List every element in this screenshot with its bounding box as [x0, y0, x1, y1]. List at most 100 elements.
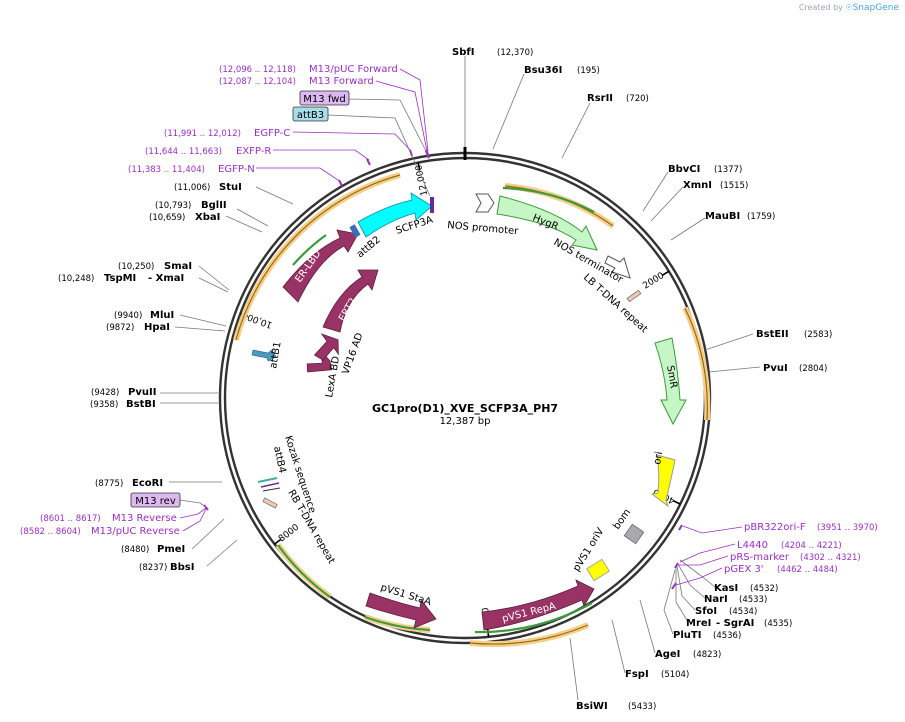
pvs1-staa-arrow — [365, 592, 437, 629]
enzyme-stui: StuI — [219, 182, 242, 193]
leader-stui — [255, 186, 294, 205]
leader-bsteii — [704, 333, 754, 351]
leader-agei — [639, 599, 656, 654]
tick-mark-0 — [661, 270, 670, 277]
orf-arcs — [233, 172, 711, 648]
leader-bglii — [236, 208, 269, 227]
enzyme-sbfi-pos: (12,370) — [497, 48, 533, 58]
lb-tdna-repeat-mark — [626, 289, 642, 303]
enzyme-sfoi-pos: (4534) — [729, 607, 757, 617]
leader-pbr322orif — [682, 525, 743, 534]
nos-promoter-arrow — [475, 193, 495, 213]
primer-m13puc-forward-range: (12,096 .. 12,118) — [219, 65, 296, 75]
orf-inner-hygr — [502, 186, 595, 213]
enzyme-tspmi-pos: (10,248) — [58, 274, 94, 284]
pvs1-repa-arrow — [481, 579, 595, 631]
enzyme-agei-pos: (4823) — [693, 650, 721, 660]
attb2-mark — [349, 224, 361, 238]
tick-label-3: 8000 — [277, 522, 301, 544]
rb-tdna-repeat-mark — [262, 497, 278, 509]
enzyme-nari-pos: (4533) — [739, 595, 767, 605]
enzyme-pluti-pos: (4536) — [713, 631, 741, 641]
enzyme-kasi-pos: (4532) — [750, 584, 778, 594]
primer-egfpc: EGFP-C — [254, 128, 290, 139]
orf-inner-staa-outer — [277, 544, 331, 598]
leader-m13puc-forward — [399, 68, 429, 152]
kozak-mark-2 — [262, 487, 281, 492]
label-nos-promoter: NOS promoter — [447, 220, 520, 237]
snapgene-logo-icon: ☉ — [845, 3, 853, 12]
enzyme-sgrai: - SgrAI — [716, 618, 754, 629]
enzyme-xmni: XmnI — [683, 180, 712, 191]
primer-m13-forward: M13 Forward — [309, 76, 374, 87]
pvs1-oriv-mark — [586, 558, 610, 582]
enzyme-stui-pos: (11,006) — [174, 183, 210, 193]
leader-l4440 — [679, 543, 736, 563]
enzyme-smai: SmaI — [164, 261, 192, 272]
primer-mark-pgex — [671, 582, 677, 590]
orf-arc-repa-line — [469, 624, 589, 645]
leader-egfpc — [292, 131, 412, 152]
leader-m13-forward — [375, 80, 428, 152]
enzyme-xbai: XbaI — [195, 212, 220, 223]
enzyme-fspi: FspI — [625, 669, 649, 680]
vp16-ad-arrow — [313, 333, 339, 361]
enzyme-nari: NarI — [704, 594, 728, 605]
enzyme-pmei: PmeI — [157, 544, 185, 555]
leader-xmai — [198, 277, 229, 293]
label-smr: SmR — [664, 365, 679, 390]
primer-labels: (12,096 .. 12,118) M13/pUC Forward (12,0… — [20, 64, 878, 575]
leader-bsu36i — [492, 73, 525, 150]
primer-pbr322orif-range: (3951 .. 3970) — [817, 523, 878, 533]
label-ori: ori — [652, 451, 665, 466]
enzyme-pmei-pos: (8480) — [121, 545, 149, 555]
kozak-mark — [260, 482, 280, 488]
primer-exfpr-range: (11,644 .. 11,663) — [145, 147, 222, 157]
tick-label-0: 2000 — [641, 271, 666, 292]
orf-inner-repa — [474, 602, 593, 634]
nos-terminator-arrow — [604, 255, 631, 279]
leader-xbai — [225, 215, 263, 233]
enzyme-xmni-pos: (1515) — [720, 181, 748, 191]
enzyme-bglii: BglII — [201, 200, 227, 211]
primer-m13-forward-range: (12,087 .. 12,104) — [219, 77, 296, 87]
credit-prefix: Created by — [798, 3, 843, 12]
enzyme-bbsi: BbsI — [170, 562, 194, 573]
enzyme-pluti: PluTI — [673, 630, 701, 641]
bom-mark — [623, 523, 645, 545]
box-attb3: attB3 — [297, 110, 324, 121]
leader-attb3-box — [327, 114, 431, 197]
enzyme-bsiwi: BsiWI — [576, 701, 608, 712]
label-attb4: attB4 — [271, 445, 287, 474]
enzyme-rsrii: RsrII — [587, 93, 613, 104]
leader-pgex — [675, 567, 723, 586]
leader-bbsi — [206, 539, 238, 567]
enzyme-rsrii-pos: (720) — [626, 94, 649, 104]
enzyme-hpai: HpaI — [144, 322, 170, 333]
box-m13rev-bg — [130, 492, 181, 508]
leader-bbvci — [642, 171, 669, 212]
orf-inner-erlbd — [292, 234, 327, 266]
enzyme-mrei: MreI — [686, 618, 711, 629]
enzyme-sfoi: SfoI — [695, 606, 717, 617]
enzyme-kasi: KasI — [714, 583, 738, 594]
orf-arc-smr-line — [684, 307, 708, 421]
enzyme-xmai: - XmaI — [148, 273, 184, 284]
enzyme-agei: AgeI — [655, 649, 680, 660]
enzyme-hpai-pos: (9872) — [106, 323, 134, 333]
primer-m13-reverse: M13 Reverse — [112, 513, 177, 524]
enzyme-sgrai-pos: (4535) — [764, 619, 792, 629]
enzyme-bbsi-pos: (8237) — [139, 563, 167, 573]
primer-egfpn: EGFP-N — [218, 164, 255, 175]
leader-lines — [160, 56, 761, 701]
enzyme-pvui-pos: (2804) — [799, 364, 827, 374]
primer-l4440: L4440 — [737, 540, 768, 551]
primer-exfpr: EXFP-R — [236, 146, 271, 157]
leader-m13rev-box — [179, 499, 207, 508]
leader-bsiwi — [569, 637, 579, 701]
leader-egfpn — [256, 167, 342, 183]
leader-sgrai — [675, 568, 689, 623]
primer-pgex: pGEX 3' — [724, 564, 764, 575]
attb4-mark — [257, 477, 278, 483]
